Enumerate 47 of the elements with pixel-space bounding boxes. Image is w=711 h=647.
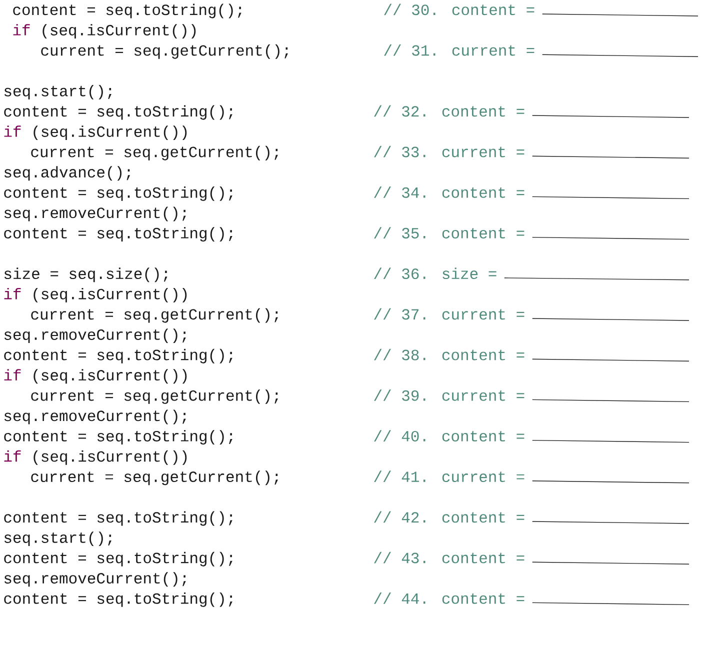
- keyword: if: [4, 126, 21, 137]
- code-comment: // 31. current =: [384, 44, 534, 56]
- code-line: content = seq.toString();: [4, 430, 232, 445]
- code-comment: // 30. content =: [384, 4, 534, 16]
- code-line: content = seq.toString();: [4, 227, 232, 242]
- code-line: seq.removeCurrent();: [4, 410, 186, 424]
- code-comment: // 44. content =: [374, 592, 524, 604]
- code-line: seq.advance();: [4, 166, 130, 181]
- code-line: content = seq.toString();: [4, 592, 232, 607]
- code-line: current = seq.getCurrent();: [31, 470, 278, 486]
- code-line: current = seq.getCurrent();: [31, 146, 278, 160]
- code-line: content = seq.toString();: [4, 186, 232, 201]
- code-comment: // 39. current =: [374, 389, 524, 401]
- code-comment: // 37. current =: [374, 308, 524, 320]
- code-comment: // 42. content =: [374, 511, 524, 523]
- code-comment: // 35. content =: [374, 227, 524, 238]
- code-line: (seq.isCurrent()): [34, 288, 187, 302]
- code-comment: // 38. content =: [374, 348, 524, 360]
- code-comment: // 34. content =: [374, 186, 524, 198]
- code-comment: // 33. current =: [374, 146, 524, 158]
- code-line: (seq.isCurrent()): [42, 24, 196, 39]
- code-line: (seq.isCurrent()): [34, 369, 187, 384]
- code-line: seq.start();: [4, 84, 112, 100]
- keyword: if: [4, 288, 21, 300]
- code-line: current = seq.getCurrent();: [31, 308, 278, 323]
- code-line: seq.removeCurrent();: [4, 328, 186, 344]
- keyword: if: [13, 24, 30, 36]
- code-comment: // 32. content =: [374, 105, 524, 117]
- code-line: current = seq.getCurrent();: [41, 44, 288, 59]
- keyword: if: [4, 450, 21, 462]
- code-line: (seq.isCurrent()): [34, 126, 187, 140]
- code-line: content = seq.toString();: [4, 348, 232, 364]
- code-comment: // 36. size =: [374, 268, 496, 280]
- keyword: if: [4, 369, 21, 380]
- code-line: content = seq.toString();: [4, 552, 232, 566]
- code-line: seq.removeCurrent();: [4, 206, 186, 222]
- code-comment: // 41. current =: [374, 470, 524, 482]
- code-line: seq.start();: [4, 532, 112, 546]
- code-line: current = seq.getCurrent();: [31, 389, 278, 404]
- code-line: (seq.isCurrent()): [34, 450, 187, 465]
- code-line: seq.removeCurrent();: [4, 572, 186, 587]
- code-line: content = seq.toString();: [4, 511, 232, 526]
- code-line: content = seq.toString();: [13, 4, 242, 18]
- code-comment: // 40. content =: [374, 430, 524, 442]
- code-line: size = seq.size();: [4, 268, 168, 282]
- code-line: content = seq.toString();: [4, 105, 232, 120]
- code-comment: // 43. content =: [374, 552, 524, 564]
